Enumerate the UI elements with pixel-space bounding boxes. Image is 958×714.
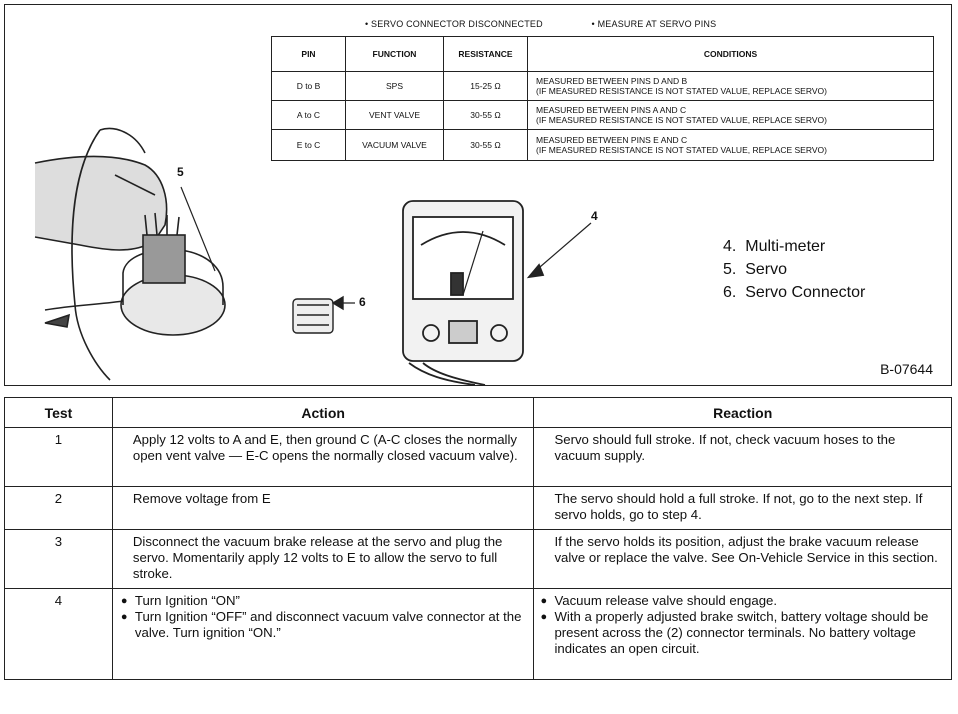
action-cell: Apply 12 volts to A and E, then ground C… — [111, 427, 535, 487]
figure-notes: • SERVO CONNECTOR DISCONNECTED • MEASURE… — [365, 19, 762, 29]
spec-row: A to C VENT VALVE 30-55 Ω MEASURED BETWE… — [271, 100, 934, 130]
callout-6: 6 — [359, 295, 366, 309]
spec-conditions: MEASURED BETWEEN PINS D AND B(IF MEASURE… — [527, 71, 934, 101]
action-list: Turn Ignition “ON” Turn Ignition “OFF” a… — [121, 593, 526, 641]
spec-resistance: 30-55 Ω — [443, 100, 528, 130]
list-item: Turn Ignition “ON” — [121, 593, 526, 609]
spec-conditions: MEASURED BETWEEN PINS A AND C(IF MEASURE… — [527, 100, 934, 130]
spec-condition-line: MEASURED BETWEEN PINS E AND C — [536, 135, 688, 145]
reaction-list: Vacuum release valve should engage. With… — [540, 593, 943, 657]
spec-condition-line: (IF MEASURED RESISTANCE IS NOT STATED VA… — [536, 145, 827, 155]
spec-row: D to B SPS 15-25 Ω MEASURED BETWEEN PINS… — [271, 71, 934, 101]
figure-legend: 4. Multi-meter 5. Servo 6. Servo Connect… — [723, 235, 865, 304]
spec-pin: D to B — [271, 71, 346, 101]
table-row: 3 Disconnect the vacuum brake release at… — [4, 529, 952, 589]
reaction-cell: If the servo holds its position, adjust … — [533, 529, 952, 589]
legend-item-servo: 5. Servo — [723, 261, 788, 278]
diagram-figure: • SERVO CONNECTOR DISCONNECTED • MEASURE… — [4, 4, 952, 386]
table-row: 4 Turn Ignition “ON” Turn Ignition “OFF”… — [4, 588, 952, 680]
reaction-cell: Vacuum release valve should engage. With… — [533, 588, 952, 680]
reaction-cell: Servo should full stroke. If not, check … — [533, 427, 952, 487]
servo-illustration — [34, 127, 226, 381]
spec-header-pin: PIN — [271, 36, 346, 72]
list-item: Vacuum release valve should engage. — [540, 593, 943, 609]
figure-id: B-07644 — [880, 361, 933, 377]
list-item: Turn Ignition “OFF” and disconnect vacuu… — [121, 609, 526, 641]
header-reaction: Reaction — [533, 397, 952, 428]
reaction-cell: The servo should hold a full stroke. If … — [533, 486, 952, 530]
table-row: 2 Remove voltage from E The servo should… — [4, 486, 952, 530]
spec-pin: E to C — [271, 129, 346, 161]
illustration — [34, 127, 592, 386]
action-cell: Turn Ignition “ON” Turn Ignition “OFF” a… — [111, 588, 535, 680]
test-procedure-table: Test Action Reaction 1 Apply 12 volts to… — [4, 397, 952, 680]
spec-condition-line: (IF MEASURED RESISTANCE IS NOT STATED VA… — [536, 86, 827, 96]
action-cell: Disconnect the vacuum brake release at t… — [111, 529, 535, 589]
test-number: 4 — [4, 588, 113, 680]
spec-function: VENT VALVE — [345, 100, 444, 130]
legend-item-multimeter: 4. Multi-meter — [723, 238, 826, 255]
spec-function: SPS — [345, 71, 444, 101]
connector-illustration — [292, 295, 355, 334]
table-row: 1 Apply 12 volts to A and E, then ground… — [4, 427, 952, 487]
action-cell: Remove voltage from E — [111, 486, 535, 530]
callout-4: 4 — [591, 209, 598, 223]
multimeter-illustration — [402, 200, 592, 386]
spec-row: E to C VACUUM VALVE 30-55 Ω MEASURED BET… — [271, 129, 934, 161]
spec-header-conditions: CONDITIONS — [527, 36, 934, 72]
header-action: Action — [111, 397, 535, 428]
spec-condition-line: MEASURED BETWEEN PINS A AND C — [536, 105, 687, 115]
spec-pin: A to C — [271, 100, 346, 130]
test-number: 1 — [4, 427, 113, 487]
test-number: 3 — [4, 529, 113, 589]
spec-conditions: MEASURED BETWEEN PINS E AND C(IF MEASURE… — [527, 129, 934, 161]
spec-resistance: 30-55 Ω — [443, 129, 528, 161]
test-number: 2 — [4, 486, 113, 530]
spec-resistance: 15-25 Ω — [443, 71, 528, 101]
spec-header-resistance: RESISTANCE — [443, 36, 528, 72]
note-connector: • SERVO CONNECTOR DISCONNECTED — [365, 19, 543, 29]
note-measure: • MEASURE AT SERVO PINS — [591, 19, 717, 29]
callout-5: 5 — [177, 165, 184, 179]
header-test: Test — [4, 397, 113, 428]
resistance-spec-table: PIN FUNCTION RESISTANCE CONDITIONS D to … — [271, 36, 934, 161]
legend-item-connector: 6. Servo Connector — [723, 284, 866, 301]
spec-function: VACUUM VALVE — [345, 129, 444, 161]
list-item: With a properly adjusted brake switch, b… — [540, 609, 943, 657]
spec-condition-line: (IF MEASURED RESISTANCE IS NOT STATED VA… — [536, 115, 827, 125]
spec-header-function: FUNCTION — [345, 36, 444, 72]
spec-condition-line: MEASURED BETWEEN PINS D AND B — [536, 76, 688, 86]
